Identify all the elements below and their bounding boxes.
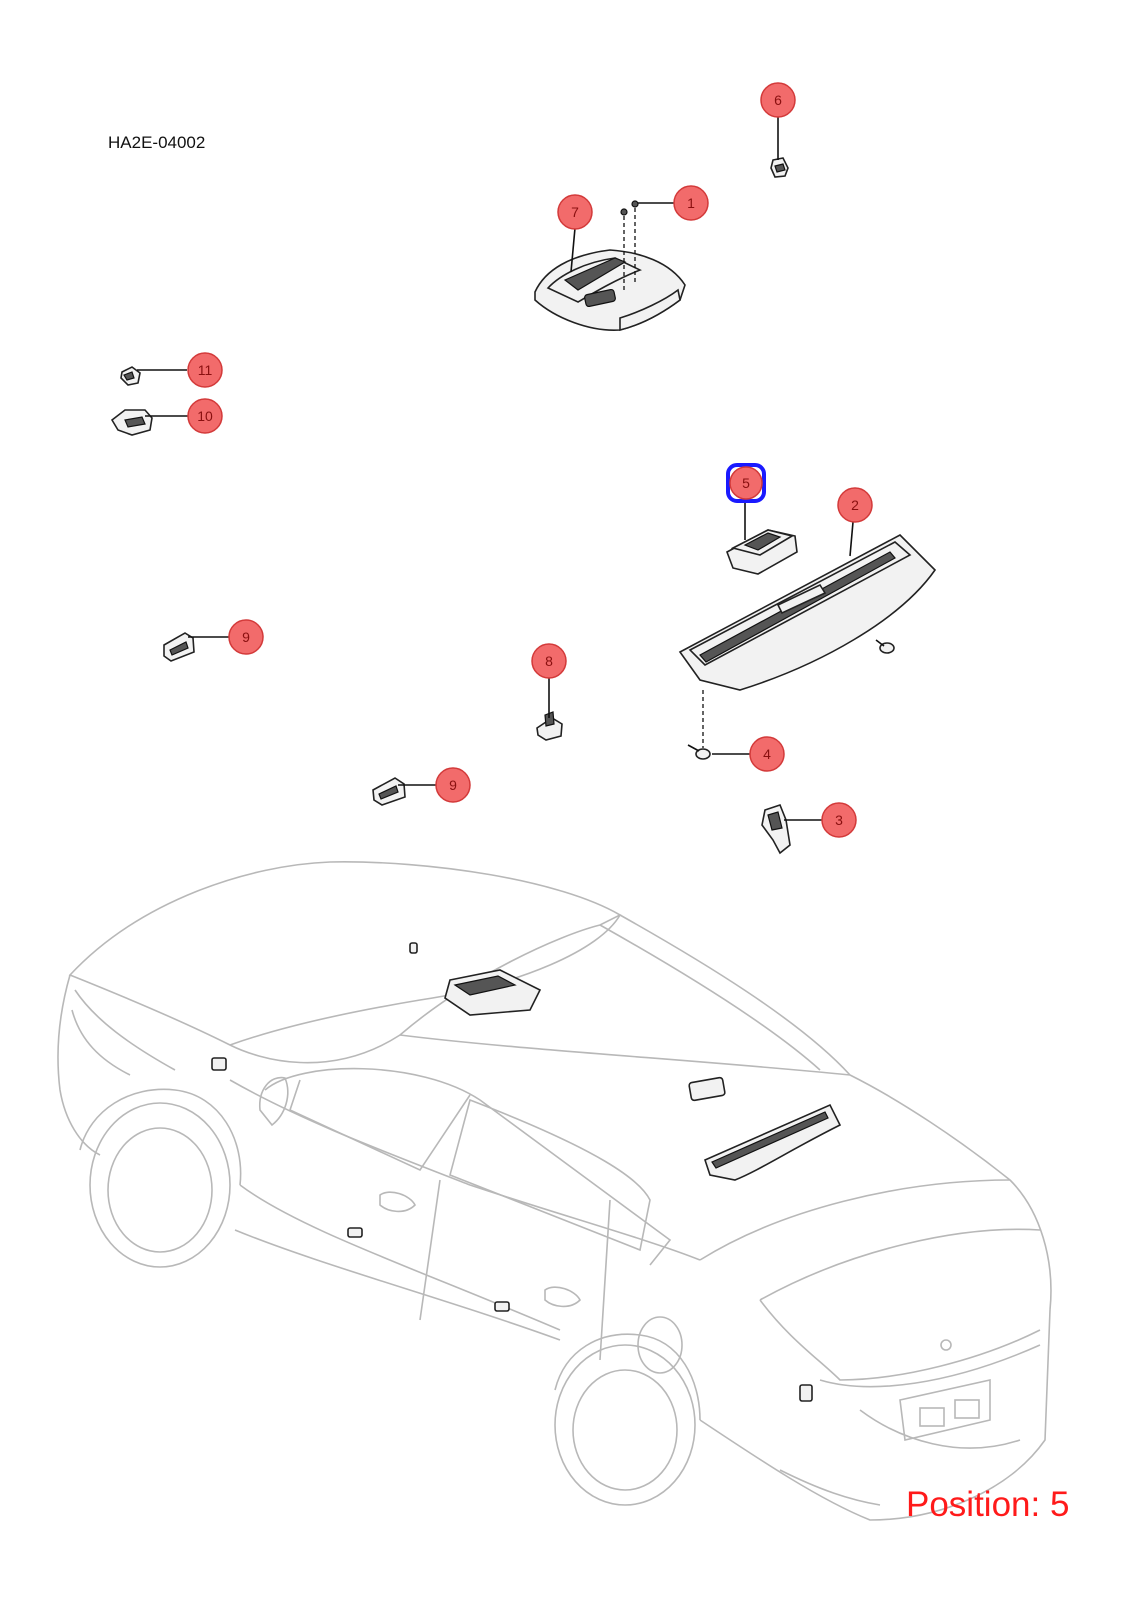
callout-9-lower[interactable]: 9 bbox=[435, 767, 471, 803]
svg-text:1: 1 bbox=[687, 195, 695, 211]
part-5-lamp bbox=[726, 529, 798, 575]
part-8-connector bbox=[536, 711, 563, 741]
callout-8[interactable]: 8 bbox=[531, 643, 567, 679]
part-9-switch-lower bbox=[372, 777, 406, 806]
callout-5[interactable]: 5 bbox=[726, 463, 766, 503]
part-9-switch-upper bbox=[163, 632, 195, 662]
part-10-sensor bbox=[110, 409, 153, 436]
callouts: 6 1 7 11 10 5 2 bbox=[187, 82, 873, 838]
svg-text:8: 8 bbox=[545, 653, 553, 669]
leader-lines bbox=[137, 114, 854, 821]
svg-text:2: 2 bbox=[851, 497, 859, 513]
svg-text:3: 3 bbox=[835, 812, 843, 828]
svg-text:6: 6 bbox=[774, 92, 782, 108]
part-2-rear-shelf bbox=[678, 534, 937, 691]
position-label: Position: 5 bbox=[906, 1485, 1070, 1524]
callout-7[interactable]: 7 bbox=[557, 194, 593, 230]
svg-text:9: 9 bbox=[242, 629, 250, 645]
callout-10[interactable]: 10 bbox=[187, 398, 223, 434]
car-outline bbox=[57, 861, 1052, 1521]
svg-text:11: 11 bbox=[198, 362, 213, 378]
callout-9-upper[interactable]: 9 bbox=[228, 619, 264, 655]
callout-1[interactable]: 1 bbox=[673, 185, 709, 221]
selected-highlight bbox=[726, 463, 766, 503]
svg-text:10: 10 bbox=[197, 408, 213, 424]
part-7-overhead-console bbox=[534, 249, 686, 332]
callout-4[interactable]: 4 bbox=[749, 736, 785, 772]
part-1-screws bbox=[620, 200, 639, 292]
svg-text:9: 9 bbox=[449, 777, 457, 793]
svg-text:4: 4 bbox=[763, 746, 771, 762]
part-6-clip bbox=[770, 157, 789, 178]
callout-2[interactable]: 2 bbox=[837, 487, 873, 523]
drawing-code: HA2E-04002 bbox=[108, 133, 206, 152]
part-3-bracket bbox=[761, 804, 791, 855]
callout-6[interactable]: 6 bbox=[760, 82, 796, 118]
svg-text:5: 5 bbox=[742, 475, 750, 491]
part-4-fastener bbox=[687, 639, 895, 760]
callout-11[interactable]: 11 bbox=[187, 352, 223, 388]
svg-text:7: 7 bbox=[571, 204, 579, 220]
part-11-clip bbox=[120, 366, 141, 386]
callout-3[interactable]: 3 bbox=[821, 802, 857, 838]
